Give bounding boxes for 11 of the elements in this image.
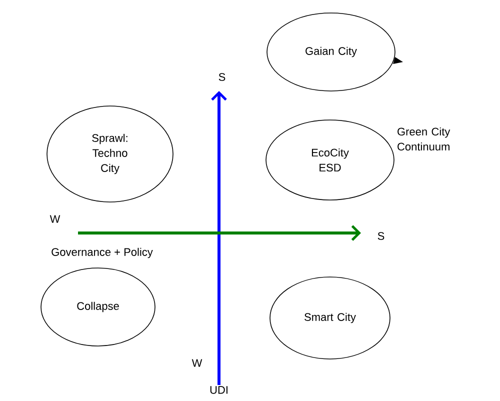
ellipse-node: Smart City (270, 276, 390, 360)
ellipse-node: Collapse (40, 268, 156, 346)
ellipse-node: EcoCity ESD (266, 120, 394, 200)
axis-label: W (192, 359, 202, 367)
ellipse-node: Sprawl: Techno City (46, 106, 174, 202)
axis-label: UDI (210, 386, 228, 394)
axis-label: Governance + Policy (52, 248, 153, 258)
axis-label: S (378, 232, 384, 240)
ellipse-node: Gaian City (266, 12, 396, 92)
axis-label: W (50, 215, 60, 223)
axis-label: S (218, 73, 226, 81)
